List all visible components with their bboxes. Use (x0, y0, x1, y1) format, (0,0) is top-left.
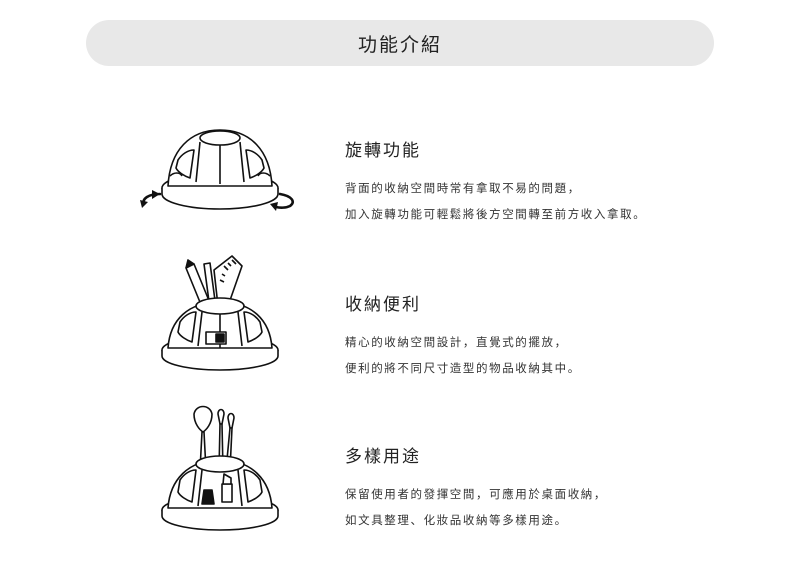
feature-text: 多樣用途 保留使用者的發揮空間，可應用於桌面收納， 如文具整理、化妝品收納等多樣… (345, 442, 607, 533)
feature-description-line: 精心的收納空間設計，直覺式的擺放， (345, 335, 568, 349)
feature-description-line: 加入旋轉功能可輕鬆將後方空間轉至前方收入拿取。 (345, 207, 647, 221)
section-header: 功能介紹 (86, 20, 714, 66)
feature-text: 旋轉功能 背面的收納空間時常有拿取不易的問題， 加入旋轉功能可輕鬆將後方空間轉至… (345, 136, 646, 227)
page-title: 功能介紹 (357, 33, 442, 56)
feature-description-line: 背面的收納空間時常有拿取不易的問題， (345, 181, 581, 195)
organizer-with-stationery-icon (161, 255, 279, 371)
feature-description-line: 如文具整理、化妝品收納等多樣用途。 (345, 513, 568, 527)
feature-title: 旋轉功能 (345, 141, 421, 161)
organizer-with-cosmetics-icon (161, 405, 279, 531)
feature-description-line: 保留使用者的發揮空間，可應用於桌面收納， (345, 487, 607, 501)
feature-title: 多樣用途 (345, 447, 421, 467)
feature-text: 收納便利 精心的收納空間設計，直覺式的擺放， 便利的將不同尺寸造型的物品收納其中… (345, 290, 581, 381)
rotating-organizer-icon (140, 129, 294, 211)
feature-title: 收納便利 (345, 295, 421, 315)
feature-description-line: 便利的將不同尺寸造型的物品收納其中。 (345, 361, 581, 375)
